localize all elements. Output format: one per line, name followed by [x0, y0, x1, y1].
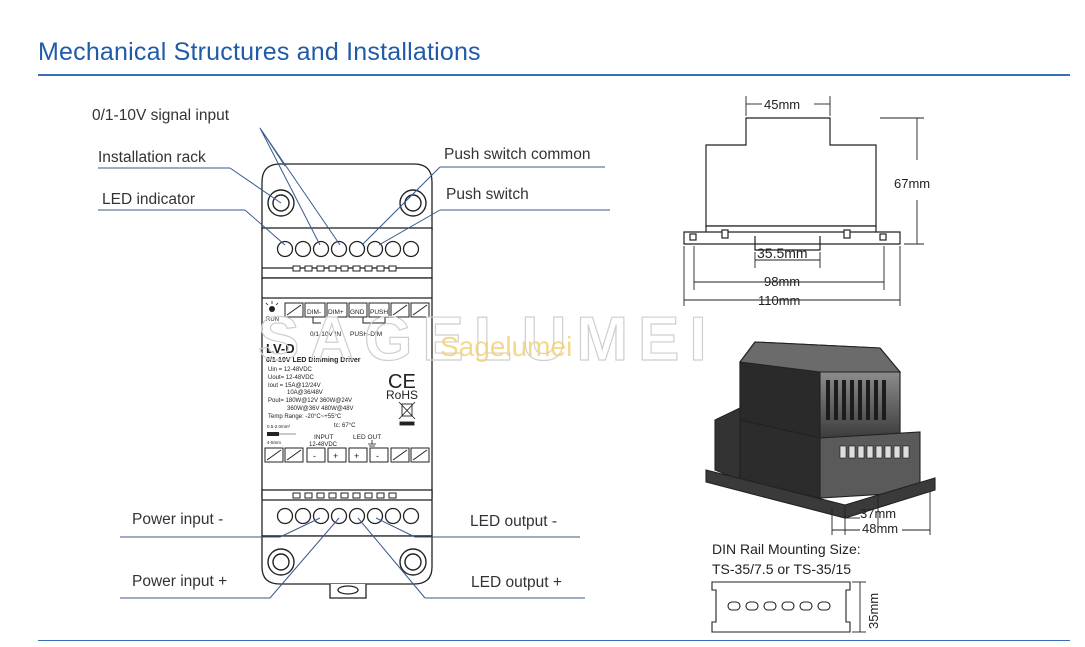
callout-push-switch-common: Push switch common: [444, 146, 590, 163]
input-label: INPUT: [314, 434, 334, 441]
run-led-icon: [265, 301, 279, 312]
callout-push-switch: Push switch: [446, 186, 529, 203]
wire-strip-icon: [267, 432, 279, 436]
dim-width-full: 110mm: [758, 293, 800, 308]
bottom-rule: [38, 640, 1070, 641]
bottom-vent-slots: [292, 492, 397, 499]
callout-installation-rack: Installation rack: [98, 149, 206, 166]
3d-vent-fins: [826, 380, 886, 420]
wire-size: 0.5-2.0mm²: [267, 424, 291, 429]
weee-bin-icon: [398, 401, 416, 426]
spec-temp: Temp Range: -20°C~+55°C: [268, 414, 342, 420]
terminal-push: PUSH: [370, 309, 388, 316]
page-title: Mechanical Structures and Installations: [38, 38, 481, 66]
callout-led-output-minus: LED output -: [470, 513, 557, 530]
spec-pout-1: Pout= 180W@12V 360W@24V: [268, 398, 352, 404]
dimension-lines-side: [683, 96, 924, 306]
mounting-holes: [267, 189, 427, 576]
din-rail-drawing: [711, 581, 851, 633]
spec-pout-2: 360W@36V 480W@48V: [287, 406, 354, 412]
spec-iout-2: 10A@36/48V: [287, 390, 323, 396]
terminal-led-plus: +: [354, 451, 359, 461]
dim-height: 67mm: [894, 176, 930, 191]
brand-watermark: SAGELUMEI: [258, 305, 717, 374]
dim-depth-inner: 37mm: [860, 506, 896, 521]
din-rail-dim-line: [852, 581, 866, 633]
sub-label-push-dim: PUSH-DIM: [350, 331, 382, 338]
device-3d-view: [705, 341, 936, 519]
din-rail-spec: TS-35/7.5 or TS-35/15: [712, 561, 851, 577]
run-label: RUN: [266, 317, 279, 323]
callout-led-indicator: LED indicator: [102, 191, 195, 208]
brand-watermark-small: Sagelumei: [440, 331, 572, 362]
terminal-dim-plus: DIM+: [328, 309, 344, 316]
model-name: LV-D: [266, 341, 295, 356]
terminal-input-minus: -: [313, 451, 316, 461]
callout-power-input-plus: Power input +: [132, 573, 227, 590]
callout-power-input-minus: Power input -: [132, 511, 223, 528]
ce-mark: CE: [388, 371, 416, 393]
top-vent-slots: [292, 265, 397, 272]
callout-led-output-plus: LED output +: [471, 574, 562, 591]
callout-lines: [98, 127, 610, 599]
title-underline: [38, 74, 1070, 76]
led-out-label: LED OUT: [353, 434, 381, 441]
rohs-mark: RoHS: [386, 388, 418, 402]
din-rail-title: DIN Rail Mounting Size:: [712, 541, 861, 557]
dim-width-mid: 98mm: [764, 274, 800, 289]
spec-iout-1: Iout = 15A@12/24V: [268, 383, 321, 389]
top-screw-terminals: [276, 240, 420, 258]
sub-label-0-10v-in: 0/1-10V IN: [310, 331, 341, 338]
ground-symbol-icon: [368, 440, 376, 447]
3d-terminal-screws: [839, 445, 910, 459]
spec-uin: Uin = 12-48VDC: [268, 367, 313, 373]
spec-uout: Uout= 12-48VDC: [268, 375, 315, 381]
input-voltage: 12-48VDC: [309, 442, 338, 448]
dim-rail-inner: 35.5mm: [757, 245, 808, 261]
terminal-led-minus: -: [376, 451, 379, 461]
terminal-gnd: GND: [350, 309, 365, 316]
dim-width-top: 45mm: [764, 97, 800, 112]
side-view-drawing: [683, 117, 901, 251]
callout-signal-input: 0/1-10V signal input: [92, 107, 230, 124]
tc-value: tc: 67°C: [334, 423, 356, 429]
terminal-input-plus: +: [333, 451, 338, 461]
dim-depth-full: 48mm: [862, 521, 898, 536]
strip-length: 4-5mm: [267, 440, 281, 445]
dimension-lines-depth: [831, 492, 931, 535]
din-rail-height: 35mm: [866, 593, 881, 629]
top-terminal-block: [284, 302, 430, 324]
bottom-terminal-block: [264, 447, 430, 463]
product-name: 0/1-10V LED Dimming Driver: [266, 357, 361, 364]
terminal-dim-minus: DIM-: [307, 309, 321, 316]
